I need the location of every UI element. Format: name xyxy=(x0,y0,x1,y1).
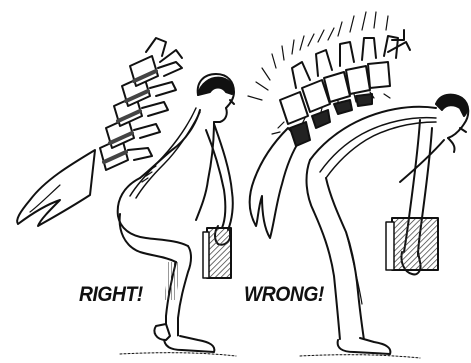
figure-wrong-posture xyxy=(248,12,468,358)
caption-wrong: WRONG! xyxy=(244,284,324,305)
caption-right: RIGHT! xyxy=(79,284,143,305)
box-icon xyxy=(203,228,231,278)
figure-right-posture xyxy=(17,38,236,356)
spine-icon xyxy=(17,38,182,226)
person-right-head xyxy=(198,74,234,122)
box-icon xyxy=(386,218,438,270)
